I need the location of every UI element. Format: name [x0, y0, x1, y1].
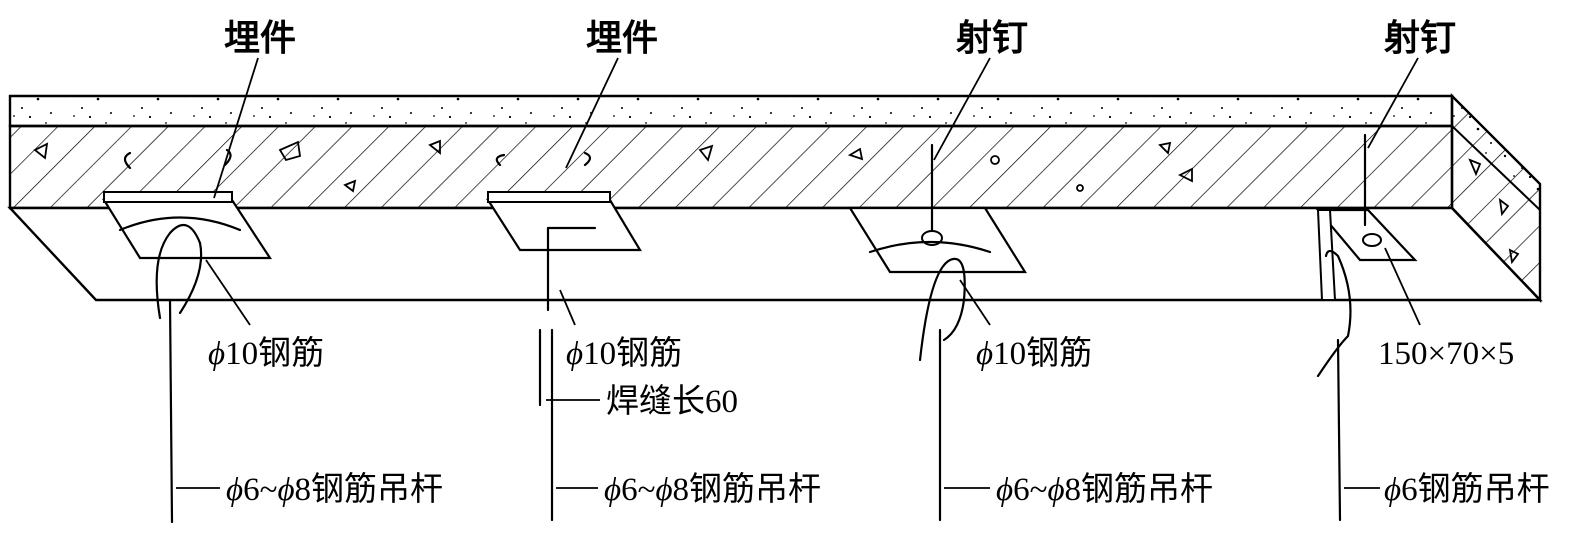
phi-symbol: ϕ: [996, 472, 1013, 508]
hanger-rod-1: [168, 298, 174, 524]
hanger-4: [1315, 133, 1418, 522]
label-nail-2: 射钉: [1384, 18, 1456, 58]
concrete-slab: [7, 93, 1543, 303]
rod-4-spec: 6钢筋吊杆: [1401, 471, 1550, 508]
hanger-rod-4: [1336, 338, 1342, 522]
label-angle-size: 150×70×5: [1378, 336, 1514, 372]
label-embed-2: 埋件: [586, 18, 658, 58]
rebar-2-spec: 10钢筋: [583, 335, 682, 372]
slab-top-layer: [8, 94, 1454, 128]
rod-2-part-b: 8钢筋吊杆: [673, 471, 822, 508]
weld-bead-1: [118, 216, 242, 232]
slab-end-top: [1451, 93, 1541, 213]
hanger-3: [848, 143, 1027, 522]
rod-3-part-a: 6~: [1013, 472, 1047, 508]
weld-bead-3: [868, 240, 992, 254]
label-rod-3: ϕ6~ϕ8钢筋吊杆: [996, 471, 1213, 508]
hook-rebar-3: [918, 257, 966, 362]
embed-anchor-1: [103, 191, 233, 203]
phi-symbol: ϕ: [1384, 472, 1401, 508]
phi-symbol: ϕ: [208, 336, 225, 372]
phi-symbol: ϕ: [277, 472, 294, 508]
leader-lines: [176, 57, 1421, 489]
label-weld-length: 焊缝长60: [606, 383, 738, 420]
rod-2-part-a: 6~: [621, 472, 655, 508]
label-rebar-2: ϕ10钢筋: [566, 335, 682, 372]
label-embed-1: 埋件: [224, 18, 296, 58]
aggregate-stones: [33, 139, 1520, 265]
phi-symbol: ϕ: [976, 336, 993, 372]
phi-symbol: ϕ: [566, 336, 583, 372]
phi-symbol: ϕ: [1047, 472, 1064, 508]
hook-rebar-1: [155, 223, 203, 320]
label-nail-1: 射钉: [956, 18, 1028, 58]
rebar-3-spec: 10钢筋: [993, 335, 1092, 372]
label-rod-4: ϕ6钢筋吊杆: [1384, 471, 1550, 508]
phi-symbol: ϕ: [655, 472, 672, 508]
embed-anchor-2: [487, 191, 611, 203]
hanger-2: [485, 151, 642, 522]
phi-symbol: ϕ: [604, 472, 621, 508]
label-rod-1: ϕ6~ϕ8钢筋吊杆: [226, 471, 443, 508]
rod-3-part-b: 8钢筋吊杆: [1065, 471, 1214, 508]
rod-1-part-a: 6~: [243, 472, 277, 508]
label-rebar-1: ϕ10钢筋: [208, 335, 324, 372]
nail-head-4: [1362, 233, 1382, 247]
phi-symbol: ϕ: [226, 472, 243, 508]
bent-rebar-2: [546, 226, 597, 312]
hanger-1: [102, 148, 273, 524]
label-rebar-3: ϕ10钢筋: [976, 335, 1092, 372]
hook-rebar-4: [1316, 249, 1352, 378]
rod-1-part-b: 8钢筋吊杆: [295, 471, 444, 508]
rebar-1-spec: 10钢筋: [225, 335, 324, 372]
label-rod-2: ϕ6~ϕ8钢筋吊杆: [604, 471, 821, 508]
